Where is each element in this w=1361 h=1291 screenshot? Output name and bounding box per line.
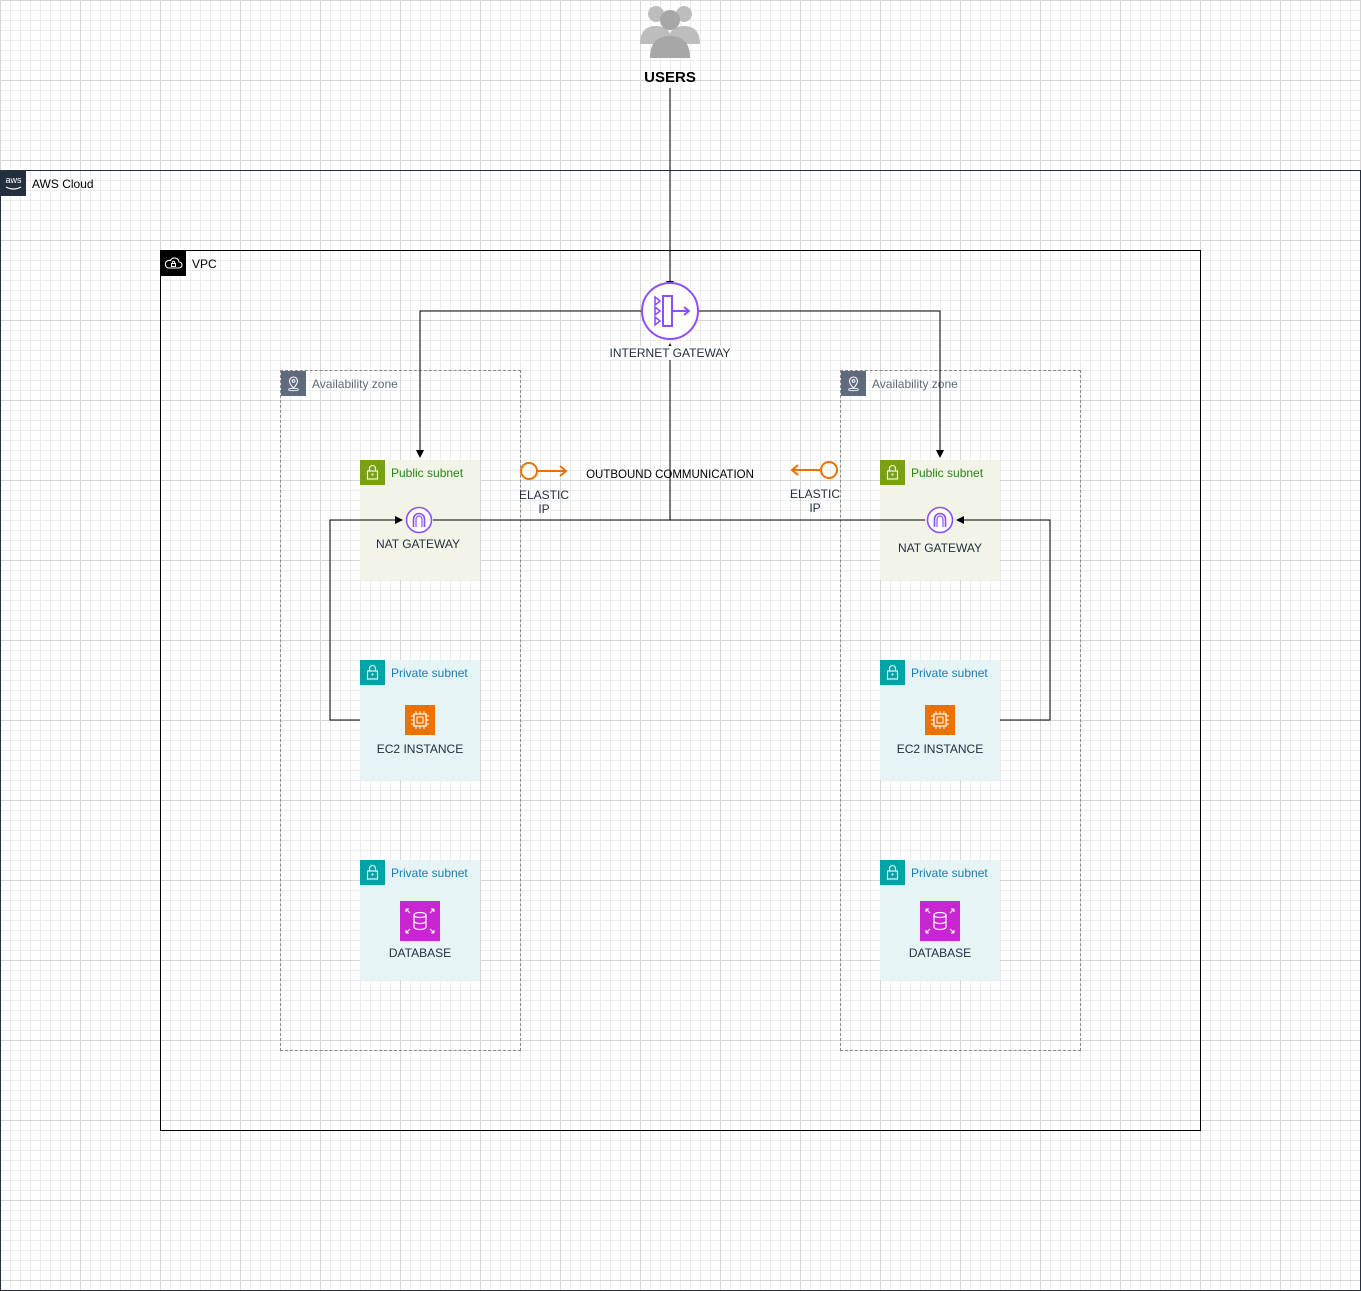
- nat-gateway-icon[interactable]: [926, 506, 954, 534]
- igw-to-public-subnet-1-line: [416, 310, 642, 458]
- database-label: DATABASE: [908, 946, 972, 960]
- private-subnet-app-2: Private subnet EC2 INSTANCE: [880, 660, 1000, 780]
- elastic-ip-label: ELASTIC IP: [790, 487, 840, 515]
- public-subnet-label: Public subnet: [391, 466, 464, 480]
- database-icon[interactable]: [400, 901, 440, 941]
- private-subnet-label: Private subnet: [391, 666, 468, 680]
- private-subnet-db-1: Private subnet DATABASE: [360, 860, 480, 980]
- users-label: USERS: [644, 69, 696, 86]
- elastic-ip-label: ELASTIC IP: [519, 488, 569, 516]
- private-subnet-app-1: Private subnet EC2 INSTANCE: [360, 660, 480, 780]
- padlock-icon: [360, 860, 385, 885]
- location-pin-icon: [841, 371, 866, 396]
- padlock-icon: [360, 460, 385, 485]
- private-subnet-label: Private subnet: [911, 666, 988, 680]
- aws-logo-text: aws: [5, 175, 22, 185]
- padlock-icon: [360, 660, 385, 685]
- elastic-ip-line1: ELASTIC: [789, 487, 841, 501]
- elastic-ip-icon[interactable]: [789, 459, 841, 481]
- outbound-communication-label: OUTBOUND COMMUNICATION: [586, 469, 754, 481]
- vpc-cloud-lock-icon: [161, 251, 186, 276]
- ec2-to-nat-2-line: [956, 516, 1051, 721]
- users-icon[interactable]: [636, 0, 704, 62]
- availability-zone-label: Availability zone: [872, 377, 958, 391]
- availability-zone-label: Availability zone: [312, 377, 398, 391]
- aws-logo-icon: aws: [1, 171, 26, 196]
- private-subnet-db-2: Private subnet DATABASE: [880, 860, 1000, 980]
- aws-cloud-label: AWS Cloud: [32, 177, 94, 191]
- database-icon[interactable]: [920, 901, 960, 941]
- public-subnet-label: Public subnet: [911, 466, 984, 480]
- nat-gateway-label: NAT GATEWAY: [375, 537, 460, 551]
- padlock-icon: [880, 460, 905, 485]
- internet-gateway-label: INTERNET GATEWAY: [609, 346, 731, 360]
- location-pin-icon: [281, 371, 306, 396]
- padlock-icon: [880, 860, 905, 885]
- ec2-to-nat-1-line: [329, 516, 403, 721]
- ec2-icon[interactable]: [405, 705, 435, 735]
- nat-gateway-icon[interactable]: [405, 506, 433, 534]
- private-subnet-label: Private subnet: [391, 866, 468, 880]
- availability-zone-1: Availability zone: [280, 370, 521, 1051]
- availability-zone-2: Availability zone: [840, 370, 1081, 1051]
- padlock-icon: [880, 660, 905, 685]
- nat-gateway-label: NAT GATEWAY: [897, 541, 982, 555]
- ec2-instance-label: EC2 INSTANCE: [376, 742, 464, 756]
- vpc-label: VPC: [192, 257, 217, 271]
- elastic-ip-line1: ELASTIC: [518, 488, 570, 502]
- private-subnet-label: Private subnet: [911, 866, 988, 880]
- ec2-icon[interactable]: [925, 705, 955, 735]
- igw-to-public-subnet-2-line: [698, 310, 944, 458]
- elastic-ip-icon[interactable]: [518, 460, 570, 482]
- database-label: DATABASE: [388, 946, 452, 960]
- elastic-ip-line2: IP: [809, 501, 821, 515]
- ec2-instance-label: EC2 INSTANCE: [896, 742, 984, 756]
- elastic-ip-line2: IP: [538, 502, 550, 516]
- vpc-group: VPC: [160, 250, 1201, 1131]
- internet-gateway-icon[interactable]: [641, 282, 699, 340]
